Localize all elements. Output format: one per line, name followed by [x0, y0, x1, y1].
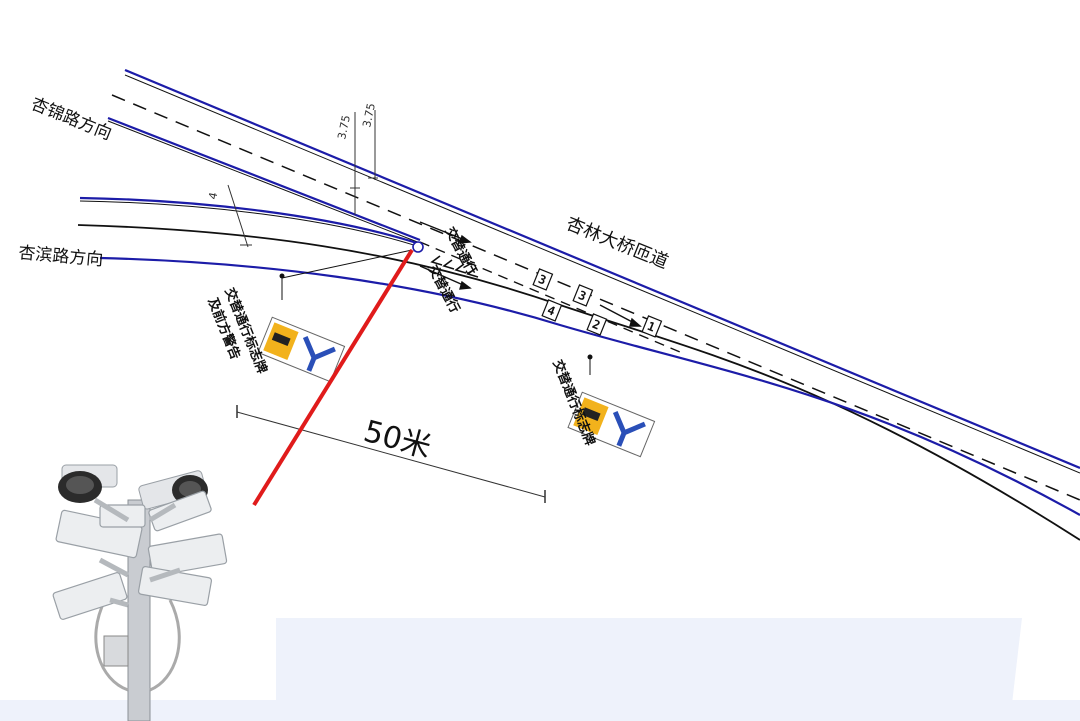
xingbin-middle-line	[77, 224, 1080, 541]
xingjin-lower-edge	[107, 116, 421, 242]
road-edge-top	[124, 68, 1080, 470]
lane-number: 3	[576, 288, 588, 304]
distance-measure	[236, 405, 546, 503]
sign-2: 交替通行标志牌	[549, 354, 656, 458]
lane-number: 4	[545, 303, 557, 319]
xingbin-upper-edge	[79, 196, 421, 246]
camera-brackets	[93, 497, 181, 608]
chevron-markings	[430, 255, 479, 278]
dome-camera-icon	[58, 464, 118, 503]
dimension-label-2: 3.75	[360, 102, 378, 129]
sign-1: 交替通行标志牌 及前方警告	[204, 249, 413, 383]
lane-number: 3	[536, 272, 548, 288]
lane-number: 2	[590, 317, 602, 333]
label-xingbin-direction: 杏滨路方向	[18, 243, 104, 270]
dimension-label-1: 3.75	[335, 114, 353, 141]
merge-dashed-line	[419, 241, 681, 353]
xingjin-lower-edge-inner	[107, 120, 421, 244]
merge-nose	[412, 241, 424, 253]
dimension-label-3: 4	[206, 191, 220, 201]
lane-number-boxes: 3 3 4 2 1	[532, 268, 663, 338]
road-edge-top-inner	[124, 74, 1080, 474]
direction-arrows	[419, 221, 642, 327]
lane-number: 1	[645, 319, 657, 335]
xingbin-lower-edge	[99, 256, 1080, 516]
dome-camera-icon	[138, 470, 208, 510]
distance-label: 50米	[360, 414, 435, 465]
red-pointer-line	[252, 248, 414, 507]
marking-text-1: 交替通行	[441, 224, 480, 277]
background-panel	[276, 618, 1022, 721]
center-dashed-line	[111, 94, 1080, 501]
label-xingjin-direction: 杏锦路方向	[28, 94, 114, 144]
junction-box	[103, 635, 129, 667]
surveillance-camera-cluster	[52, 464, 228, 721]
xingbin-upper-edge-inner	[79, 200, 421, 248]
dimension-lines	[227, 110, 378, 248]
